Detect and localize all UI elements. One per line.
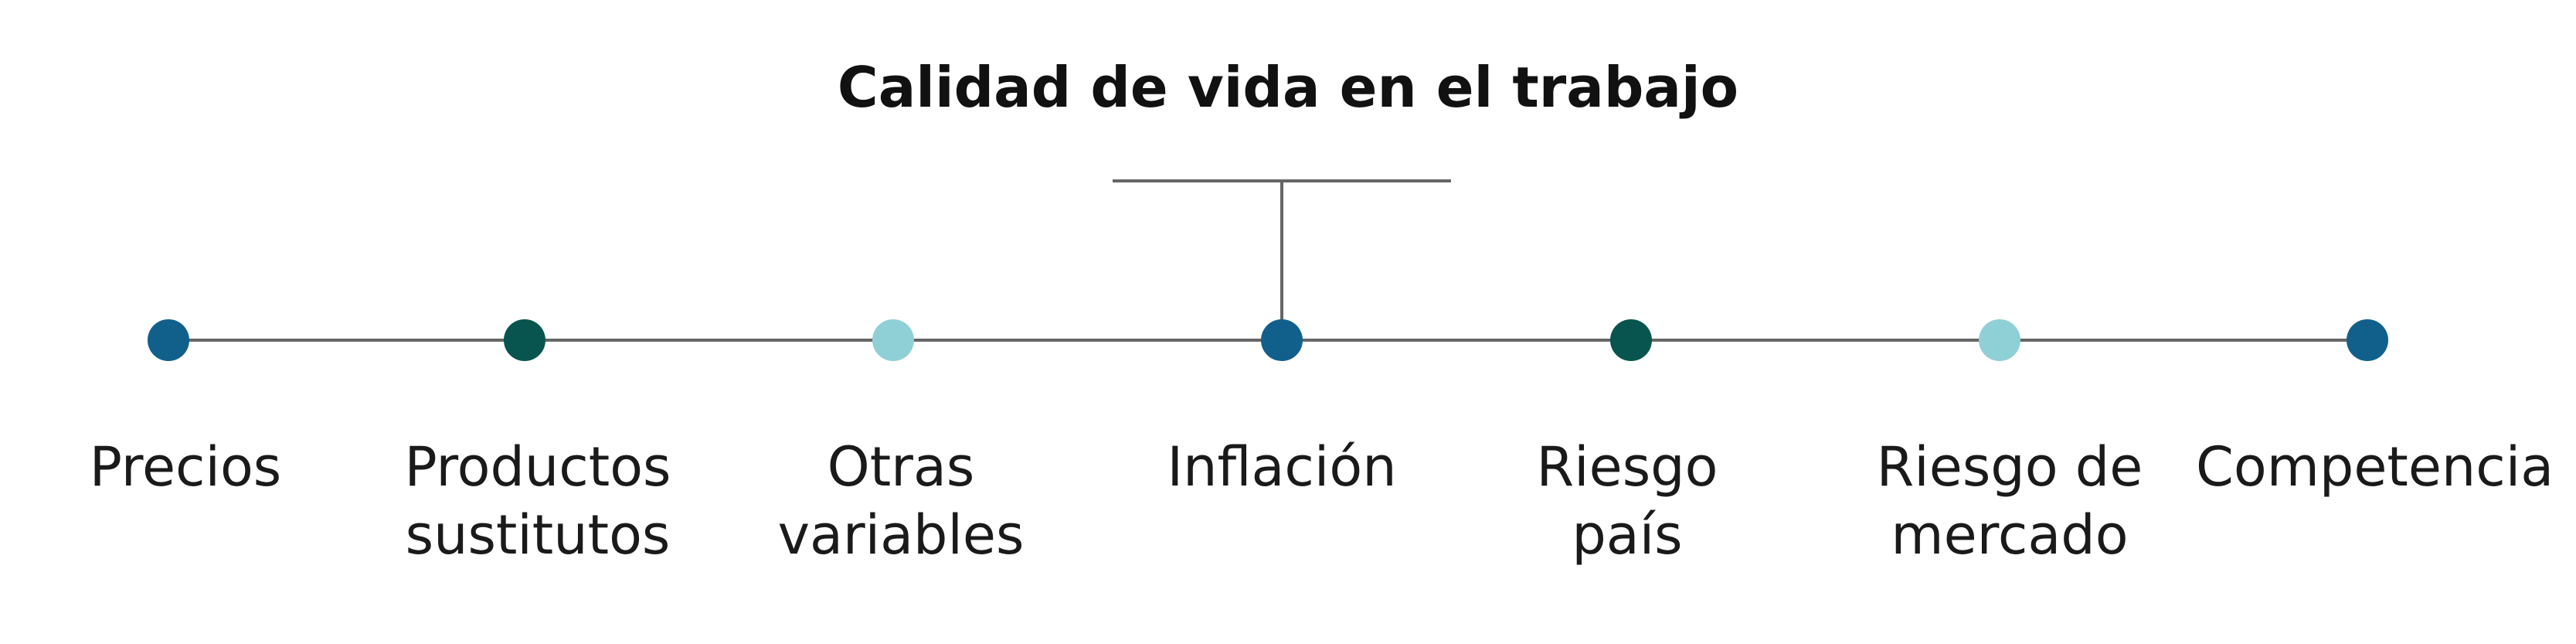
diagram-title: Calidad de vida en el trabajo xyxy=(837,55,1739,120)
node-label-7: Competencia xyxy=(2196,435,2554,499)
node-label-6: Riesgo de mercado xyxy=(1876,435,2143,567)
node-label-5: Riesgo país xyxy=(1536,435,1718,567)
node-label-4: Inflación xyxy=(1167,435,1397,499)
node-dot-1 xyxy=(148,319,189,361)
node-dot-7 xyxy=(2347,319,2388,361)
node-dot-6 xyxy=(1979,319,2020,361)
node-dot-5 xyxy=(1610,319,1652,361)
node-dots xyxy=(148,319,2388,361)
node-dot-4 xyxy=(1261,319,1303,361)
node-label-2: Productos sustitutos xyxy=(404,435,671,567)
node-dot-3 xyxy=(872,319,914,361)
node-label-1: Precios xyxy=(89,435,282,499)
node-label-3: Otras variables xyxy=(777,435,1025,567)
node-dot-2 xyxy=(504,319,545,361)
